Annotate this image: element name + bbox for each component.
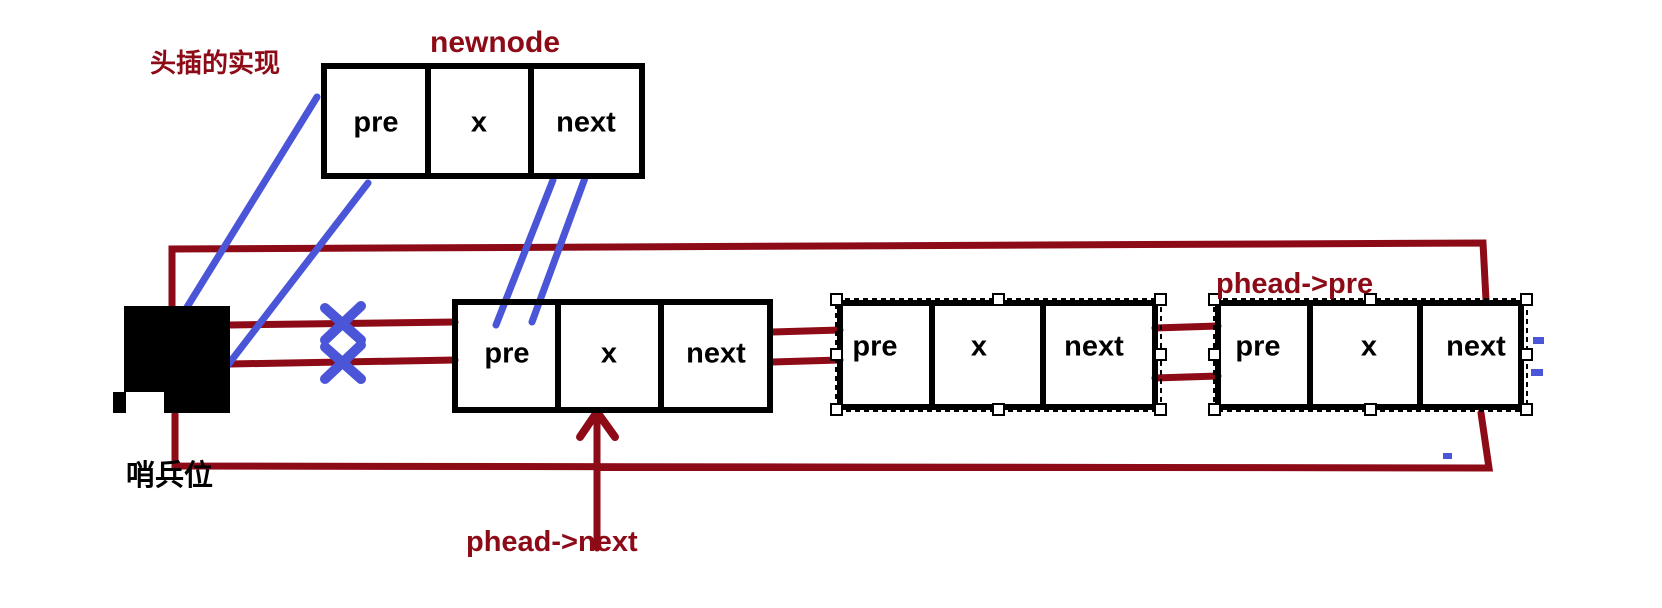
sentinel-label: 哨兵位 — [126, 460, 214, 492]
red-wire-middle-to-third-upper — [768, 326, 844, 336]
node-last-handles — [1208, 293, 1533, 416]
red-wire-bottom-sentinel-to-last — [171, 409, 1494, 472]
blue-cross-out-group — [320, 301, 366, 384]
newnode-outline — [321, 63, 645, 179]
node-last-cell-pre: pre — [1235, 330, 1281, 363]
node-third-cell-pre: pre — [852, 330, 898, 363]
cross-out-lower-icon — [320, 340, 366, 384]
sentinel-node-shape — [113, 306, 230, 413]
newnode-cell-x: x — [470, 106, 488, 139]
node-middle-cell-pre: pre — [484, 337, 530, 370]
cross-out-upper-icon — [320, 301, 366, 345]
implementation-note-label: 头插的实现 — [150, 48, 281, 78]
node-middle-outline — [452, 299, 773, 413]
red-link-group — [168, 239, 1494, 552]
red-wire-third-to-last-lower — [1151, 372, 1222, 382]
blue-link-newnode-pre-to-sentinel — [220, 179, 372, 374]
node-middle-cell-x: x — [600, 337, 618, 370]
blue-link-newnode-topleft-to-sentinel — [180, 93, 321, 316]
phead-pre-label: phead->pre — [1216, 268, 1374, 300]
sentinel-node-notch — [124, 392, 164, 413]
node-last-cell-next: next — [1446, 330, 1506, 363]
blue-link-newnode-next-to-middle-b — [528, 174, 589, 326]
sentinel-node-foot — [113, 392, 126, 413]
node-middle-shape — [452, 299, 773, 413]
node-third-handles — [830, 293, 1167, 416]
phead-next-label: phead->next — [466, 526, 638, 558]
node-third-cell-next: next — [1064, 330, 1124, 363]
newnode-cell-pre: pre — [353, 106, 399, 139]
newnode-label: newnode — [430, 26, 561, 59]
node-middle-cell-next: next — [686, 337, 746, 370]
red-wire-third-to-last-upper — [1151, 322, 1222, 332]
stray-blue-marks — [1443, 337, 1544, 459]
node-last-cell-x: x — [1360, 330, 1378, 363]
red-wire-top-sentinel-to-last-next — [168, 239, 1490, 314]
node-third-cell-x: x — [970, 330, 988, 363]
newnode-node-shape — [321, 63, 645, 179]
red-wire-middle-to-third-lower — [768, 356, 844, 366]
newnode-cell-next: next — [556, 106, 616, 139]
